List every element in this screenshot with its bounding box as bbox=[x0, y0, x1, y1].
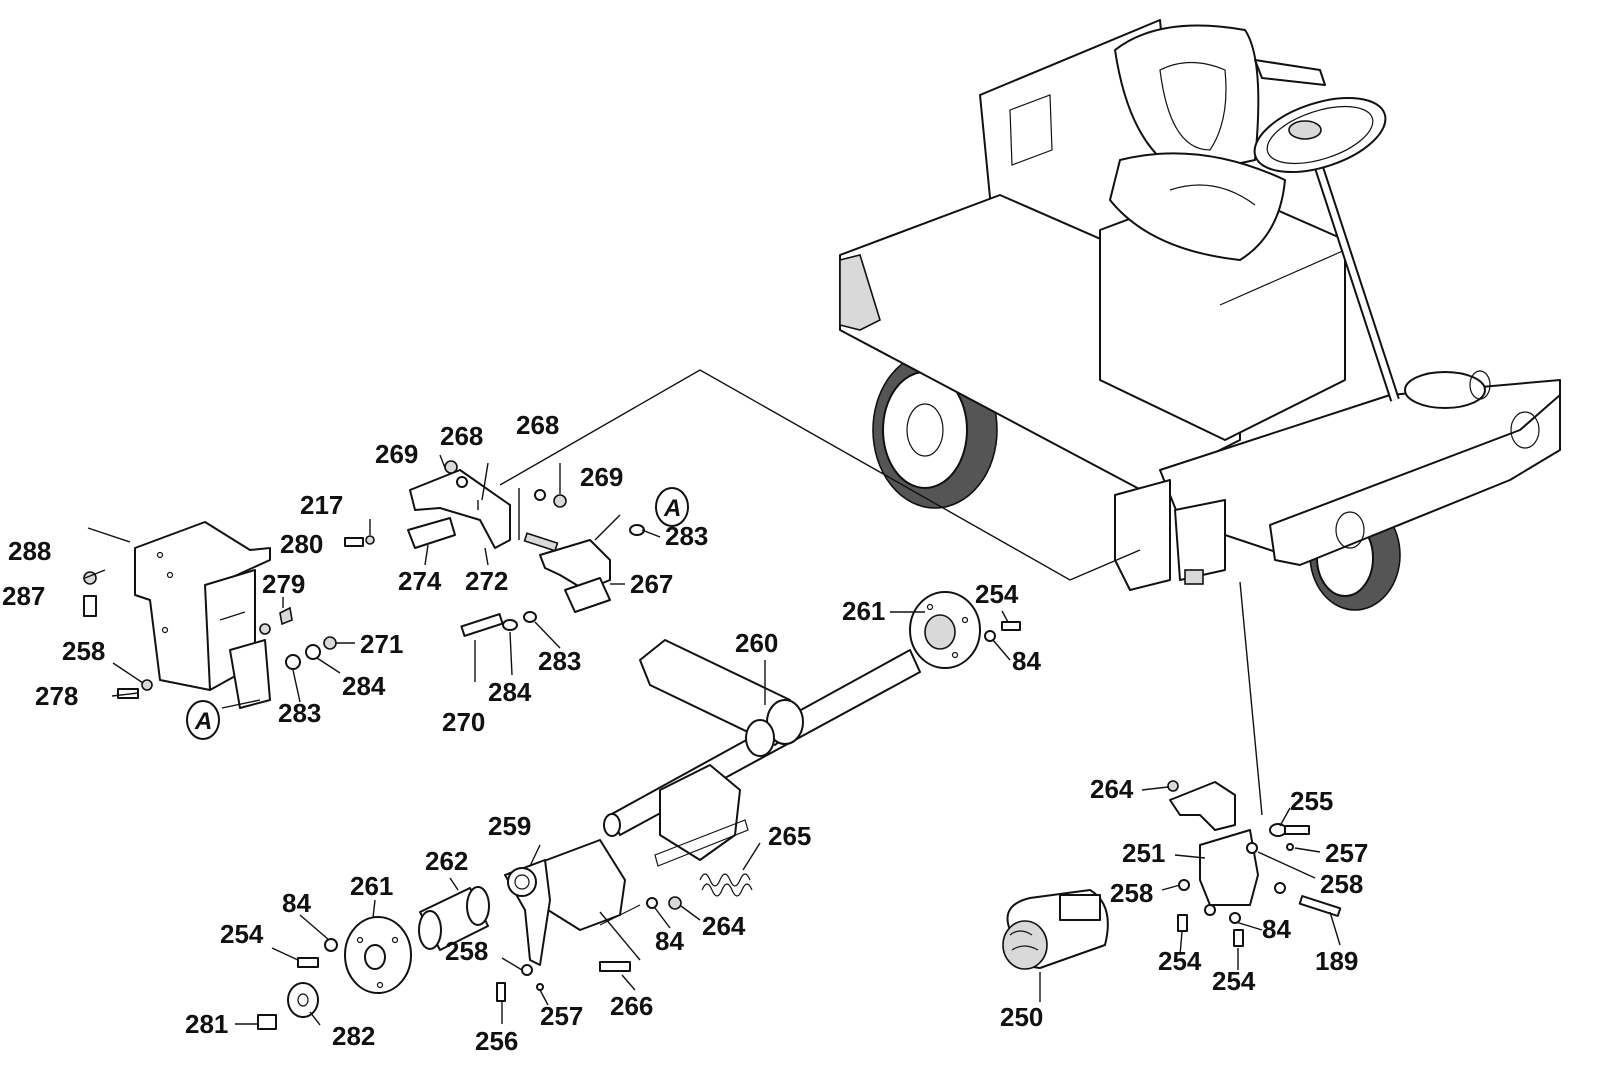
label-251: 251 bbox=[1122, 838, 1165, 868]
label-281: 281 bbox=[185, 1009, 228, 1039]
label-259: 259 bbox=[488, 811, 531, 841]
label-257: 257 bbox=[540, 1001, 583, 1031]
label-268: 268 bbox=[440, 421, 483, 451]
label-261: 261 bbox=[350, 871, 393, 901]
label-266: 266 bbox=[610, 991, 653, 1021]
label-274: 274 bbox=[398, 566, 442, 596]
label-265: 265 bbox=[768, 821, 811, 851]
label-280: 280 bbox=[280, 529, 323, 559]
reference-marks: A A bbox=[186, 487, 689, 740]
label-272: 272 bbox=[465, 566, 508, 596]
label-283: 283 bbox=[278, 698, 321, 728]
label-269: 269 bbox=[375, 439, 418, 469]
label-269: 269 bbox=[580, 462, 623, 492]
label-250: 250 bbox=[1000, 1002, 1043, 1032]
label-268: 268 bbox=[516, 410, 559, 440]
label-282: 282 bbox=[332, 1021, 375, 1051]
label-284: 284 bbox=[488, 677, 532, 707]
label-270: 270 bbox=[442, 707, 485, 737]
label-258: 258 bbox=[445, 936, 488, 966]
upper-bracket-group bbox=[344, 460, 645, 637]
label-262: 262 bbox=[425, 846, 468, 876]
label-258: 258 bbox=[1320, 869, 1363, 899]
reference-a-left: A bbox=[194, 708, 212, 735]
label-254: 254 bbox=[975, 579, 1019, 609]
sleeve-262 bbox=[418, 886, 490, 951]
label-255: 255 bbox=[1290, 786, 1333, 816]
label-261: 261 bbox=[842, 596, 885, 626]
part-number-labels: 288 287 258 278 279 271 284 283 217 280 … bbox=[2, 410, 1368, 1056]
label-189: 189 bbox=[1315, 946, 1358, 976]
label-264: 264 bbox=[702, 911, 746, 941]
label-84: 84 bbox=[1012, 646, 1041, 676]
label-84: 84 bbox=[1262, 914, 1291, 944]
label-283: 283 bbox=[538, 646, 581, 676]
label-257: 257 bbox=[1325, 838, 1368, 868]
label-254: 254 bbox=[1158, 946, 1202, 976]
lever-assembly bbox=[496, 839, 753, 1002]
label-271: 271 bbox=[360, 629, 403, 659]
shaft-assembly bbox=[603, 591, 1021, 867]
label-217: 217 bbox=[300, 490, 343, 520]
label-278: 278 bbox=[35, 681, 78, 711]
label-267: 267 bbox=[630, 569, 673, 599]
label-254: 254 bbox=[220, 919, 264, 949]
label-287: 287 bbox=[2, 581, 45, 611]
reference-a-right: A bbox=[663, 495, 681, 522]
label-279: 279 bbox=[262, 569, 305, 599]
label-258: 258 bbox=[1110, 878, 1153, 908]
label-284: 284 bbox=[342, 671, 386, 701]
mounting-bracket-left bbox=[134, 521, 271, 709]
label-264: 264 bbox=[1090, 774, 1134, 804]
label-256: 256 bbox=[475, 1026, 518, 1056]
label-84: 84 bbox=[282, 888, 311, 918]
flange-lower bbox=[257, 916, 412, 1030]
label-254: 254 bbox=[1212, 966, 1256, 996]
hydraulic-motor-250 bbox=[1002, 889, 1109, 970]
label-260: 260 bbox=[735, 628, 778, 658]
motor-bracket-group bbox=[1167, 780, 1342, 947]
ride-on-machine-illustration bbox=[839, 19, 1561, 611]
label-84: 84 bbox=[655, 926, 684, 956]
label-288: 288 bbox=[8, 536, 51, 566]
label-258: 258 bbox=[62, 636, 105, 666]
